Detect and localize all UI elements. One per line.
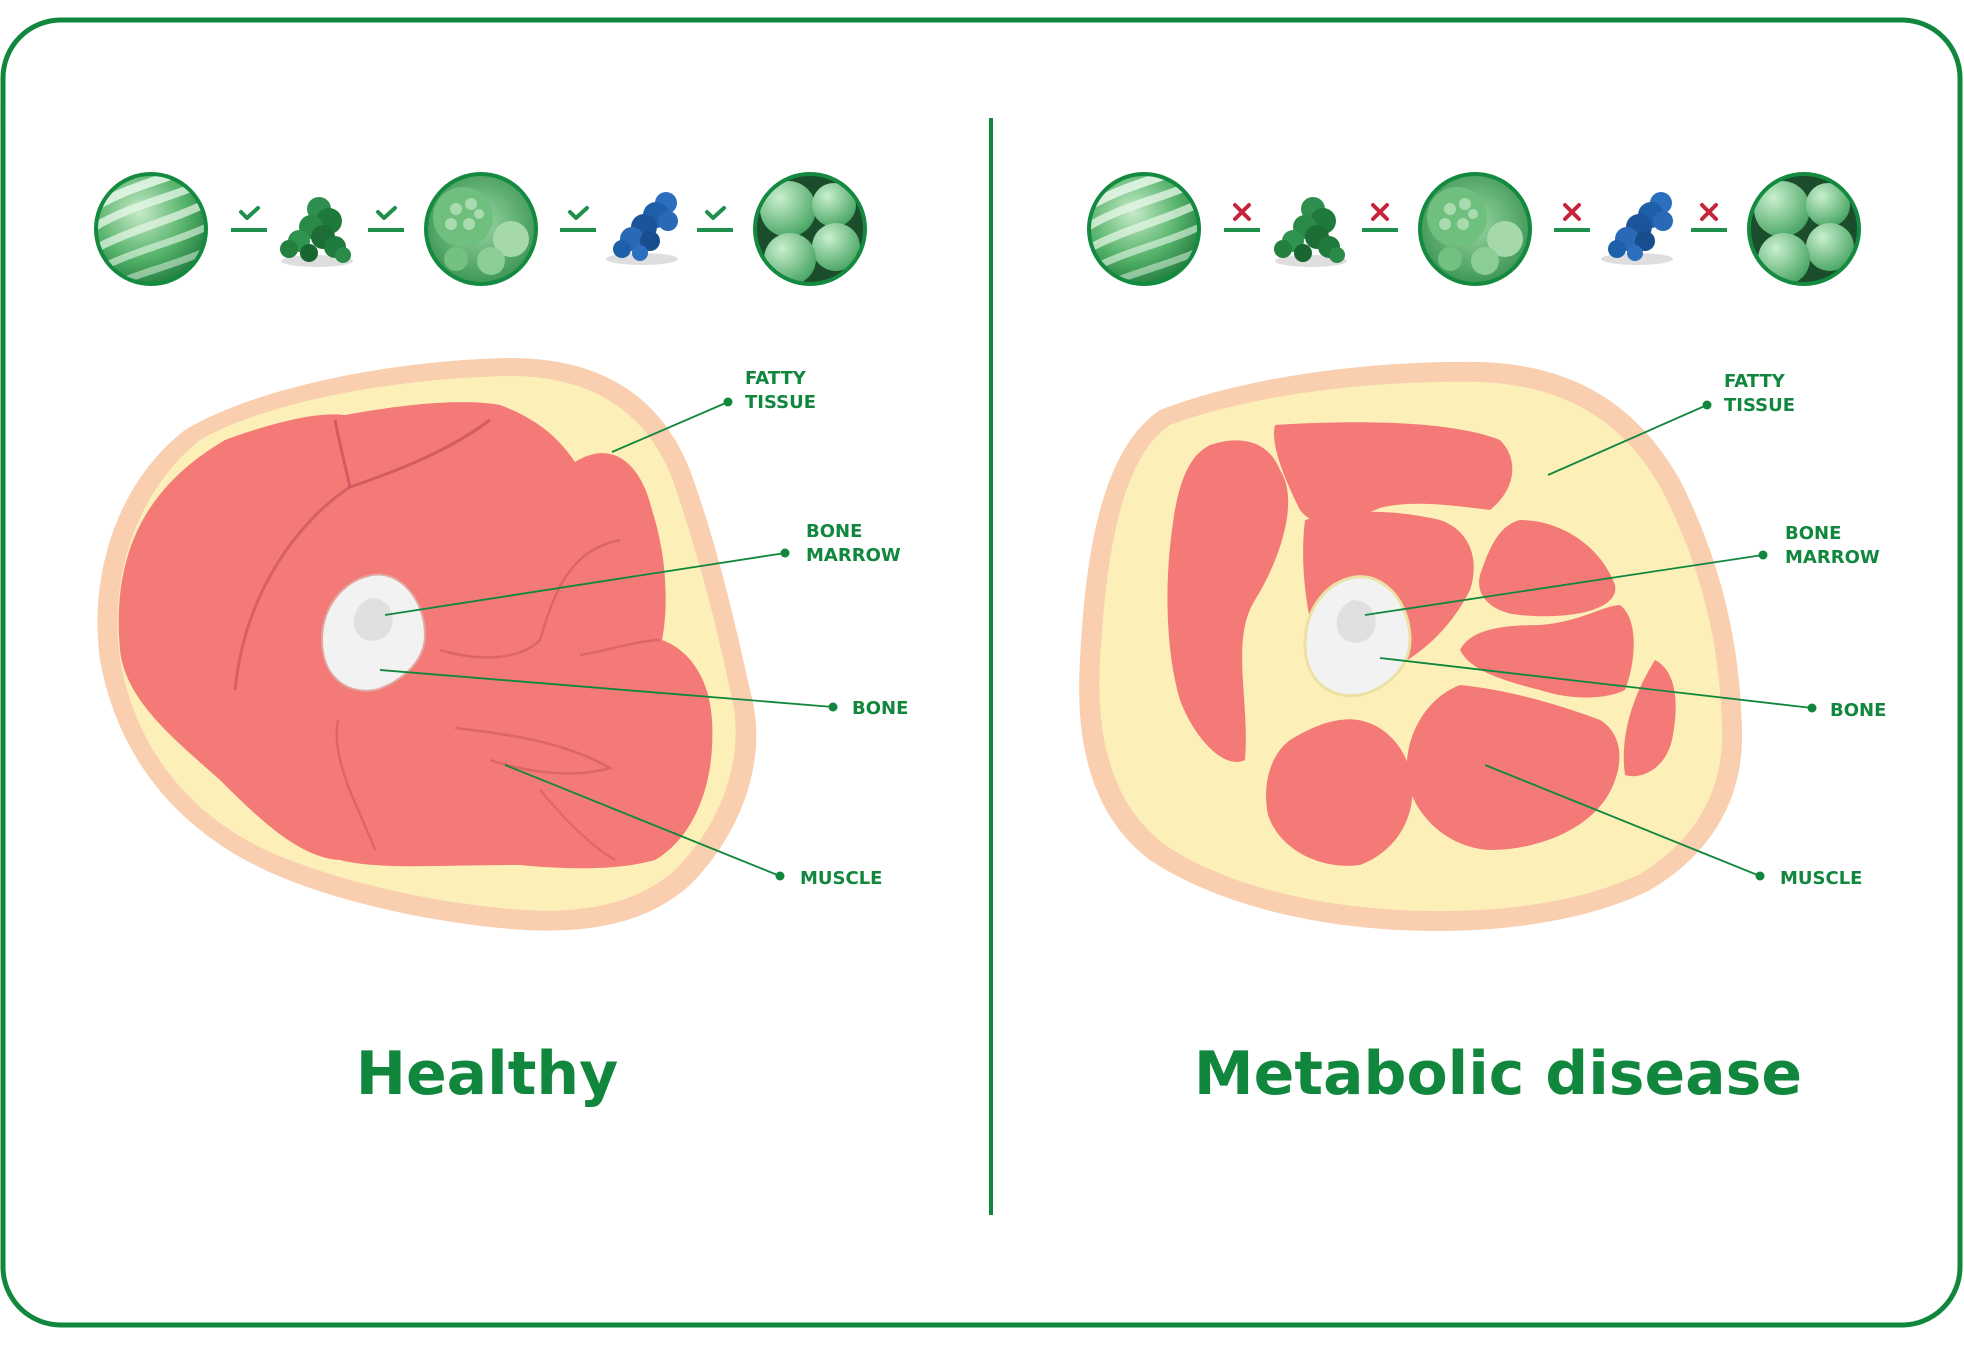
tissue-fibers-icon bbox=[91, 159, 211, 295]
cross-connector-icon bbox=[1222, 203, 1262, 232]
healthy-icon-chain bbox=[91, 159, 865, 295]
blue-protein-icon bbox=[606, 192, 678, 265]
cell-cluster-icon bbox=[1420, 174, 1530, 284]
disease-muscle-lobe bbox=[1460, 605, 1634, 698]
healthy-muscle-seam bbox=[439, 538, 621, 659]
disease-title: Metabolic disease bbox=[1194, 1039, 1802, 1109]
disease-cross-section bbox=[1079, 361, 1743, 931]
disease-muscle-lobe bbox=[1274, 422, 1513, 524]
check-connector-icon bbox=[229, 206, 269, 232]
outer-frame bbox=[0, 17, 1963, 1328]
label-bone-marrow-line2: MARROW bbox=[806, 545, 901, 566]
healthy-leaders bbox=[379, 397, 838, 881]
healthy-muscle-seam bbox=[539, 789, 616, 862]
healthy-bone-marrow bbox=[353, 598, 393, 641]
disease-muscle-lobe bbox=[1266, 719, 1413, 866]
label-fatty-tissue-line1: FATTY bbox=[1724, 371, 1786, 392]
cross-connector-icon bbox=[1552, 203, 1592, 232]
healthy-cross-section bbox=[97, 358, 757, 931]
blue-protein-icon bbox=[1601, 192, 1673, 265]
label-fatty-tissue-line2: TISSUE bbox=[745, 392, 816, 413]
label-muscle: MUSCLE bbox=[800, 868, 882, 889]
disease-muscle-lobe bbox=[1167, 440, 1289, 762]
check-connector-icon bbox=[695, 206, 735, 232]
disease-bone-marrow bbox=[1336, 600, 1376, 643]
check-connector-icon bbox=[366, 206, 406, 232]
label-fatty-tissue-line1: FATTY bbox=[745, 368, 807, 389]
cross-connector-icon bbox=[1360, 203, 1400, 232]
fat-cells-icon bbox=[1749, 174, 1859, 285]
healthy-title: Healthy bbox=[356, 1039, 618, 1109]
label-bone: BONE bbox=[852, 698, 908, 719]
label-fatty-tissue-line2: TISSUE bbox=[1724, 395, 1795, 416]
disease-icon-chain bbox=[1084, 159, 1859, 295]
disease-muscle-lobe bbox=[1623, 660, 1676, 777]
healthy-muscle-seam bbox=[233, 485, 351, 691]
healthy-muscle-seam bbox=[333, 418, 491, 489]
label-bone-marrow-line1: BONE bbox=[1785, 523, 1841, 544]
label-bone: BONE bbox=[1830, 700, 1886, 721]
cell-cluster-icon bbox=[426, 174, 536, 284]
disease-labels: FATTY TISSUE BONE MARROW BONE MUSCLE bbox=[1724, 371, 1886, 889]
cross-connector-icon bbox=[1689, 203, 1729, 232]
fat-cells-icon bbox=[755, 174, 865, 285]
green-protein-icon bbox=[1274, 197, 1347, 267]
label-muscle: MUSCLE bbox=[1780, 868, 1862, 889]
healthy-labels: FATTY TISSUE BONE MARROW BONE MUSCLE bbox=[745, 368, 908, 889]
healthy-muscle-seam bbox=[335, 719, 377, 851]
label-bone-marrow-line2: MARROW bbox=[1785, 547, 1880, 568]
green-protein-icon bbox=[280, 197, 353, 267]
disease-leaders bbox=[1364, 400, 1817, 881]
label-bone-marrow-line1: BONE bbox=[806, 521, 862, 542]
check-connector-icon bbox=[558, 206, 598, 232]
tissue-fibers-icon bbox=[1084, 159, 1204, 295]
disease-muscle-lobe bbox=[1406, 685, 1620, 850]
healthy-muscle-seam bbox=[579, 638, 661, 657]
healthy-muscle-seam bbox=[454, 726, 614, 775]
